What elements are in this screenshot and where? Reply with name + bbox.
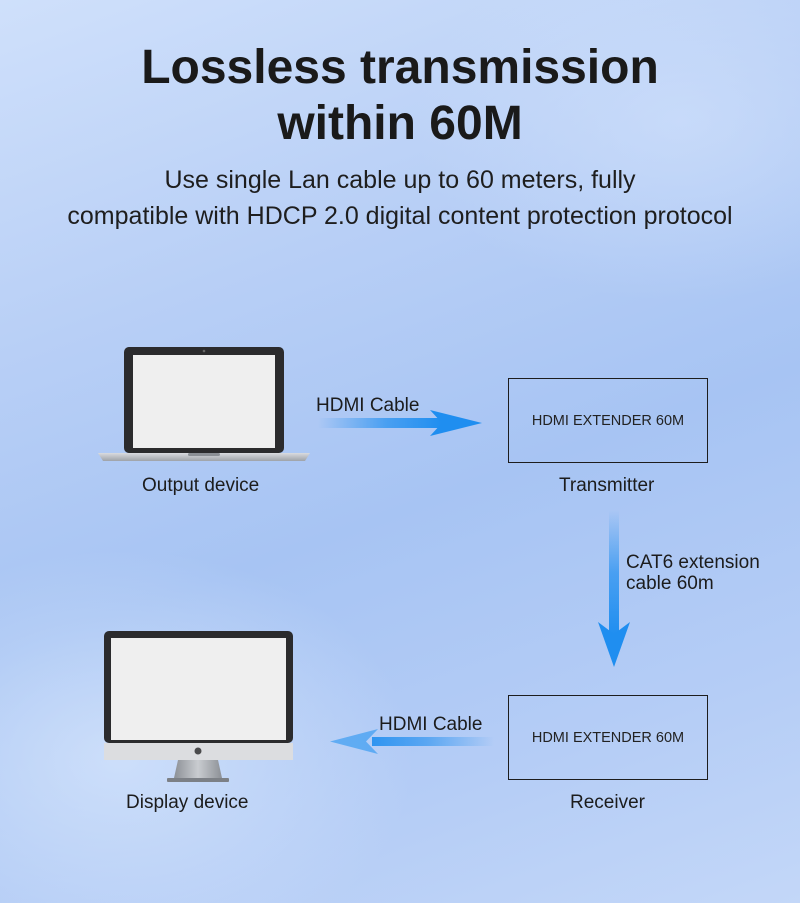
transmitter-box: HDMI EXTENDER 60M [508, 378, 708, 463]
title-line-2: within 60M [277, 97, 523, 150]
transmitter-box-text: HDMI EXTENDER 60M [531, 412, 685, 429]
output-device-label: Output device [142, 475, 260, 496]
monitor-icon [104, 631, 293, 782]
hdmi-cable-top-label: HDMI Cable [316, 395, 420, 416]
cat6-label-line-1: CAT6 extension [626, 552, 760, 573]
subtitle-line-2: compatible with HDCP 2.0 digital content… [67, 202, 733, 230]
page-title: Lossless transmission within 60M [0, 40, 800, 152]
hdmi-arrow-left [330, 729, 494, 754]
display-device-label: Display device [126, 792, 249, 813]
transmitter-label: Transmitter [559, 475, 655, 496]
receiver-box: HDMI EXTENDER 60M [508, 695, 708, 780]
cat6-arrow-down [598, 510, 630, 667]
receiver-label: Receiver [570, 792, 645, 813]
hdmi-cable-bottom-label: HDMI Cable [379, 714, 483, 735]
title-line-1: Lossless transmission [141, 41, 659, 94]
cat6-label-line-2: cable 60m [626, 573, 714, 594]
receiver-box-text: HDMI EXTENDER 60M [531, 729, 685, 746]
laptop-icon [98, 347, 310, 461]
hdmi-arrow-right [318, 410, 482, 436]
subtitle-line-1: Use single Lan cable up to 60 meters, fu… [164, 166, 636, 194]
page-subtitle: Use single Lan cable up to 60 meters, fu… [0, 162, 800, 234]
